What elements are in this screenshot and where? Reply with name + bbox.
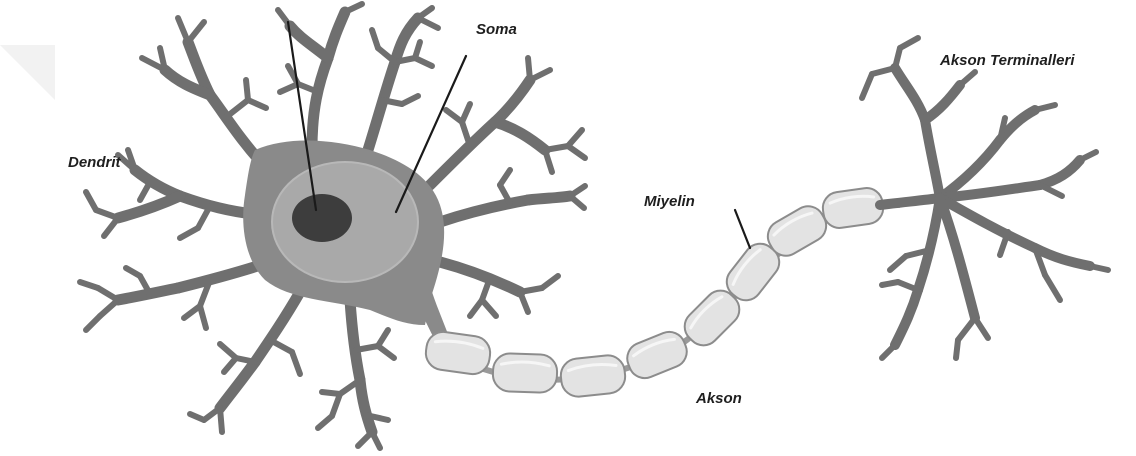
label-soma: Soma <box>476 21 517 38</box>
label-miyelin: Miyelin <box>644 193 695 210</box>
myelin-segment <box>492 353 557 393</box>
myelin-segment <box>424 330 493 377</box>
miyelin-pointer-line <box>735 210 750 248</box>
label-dendrit: Dendrit <box>68 154 122 171</box>
myelin-segment <box>821 186 885 230</box>
myelin-segment <box>622 327 691 383</box>
corner-decoration <box>0 45 55 100</box>
label-akson-terminalleri: Akson Terminalleri <box>939 52 1075 69</box>
label-akson: Akson <box>695 390 742 407</box>
myelin-sheath <box>424 186 886 398</box>
nucleus <box>292 194 352 242</box>
axon-terminals <box>862 38 1108 358</box>
myelin-segment <box>559 354 627 398</box>
